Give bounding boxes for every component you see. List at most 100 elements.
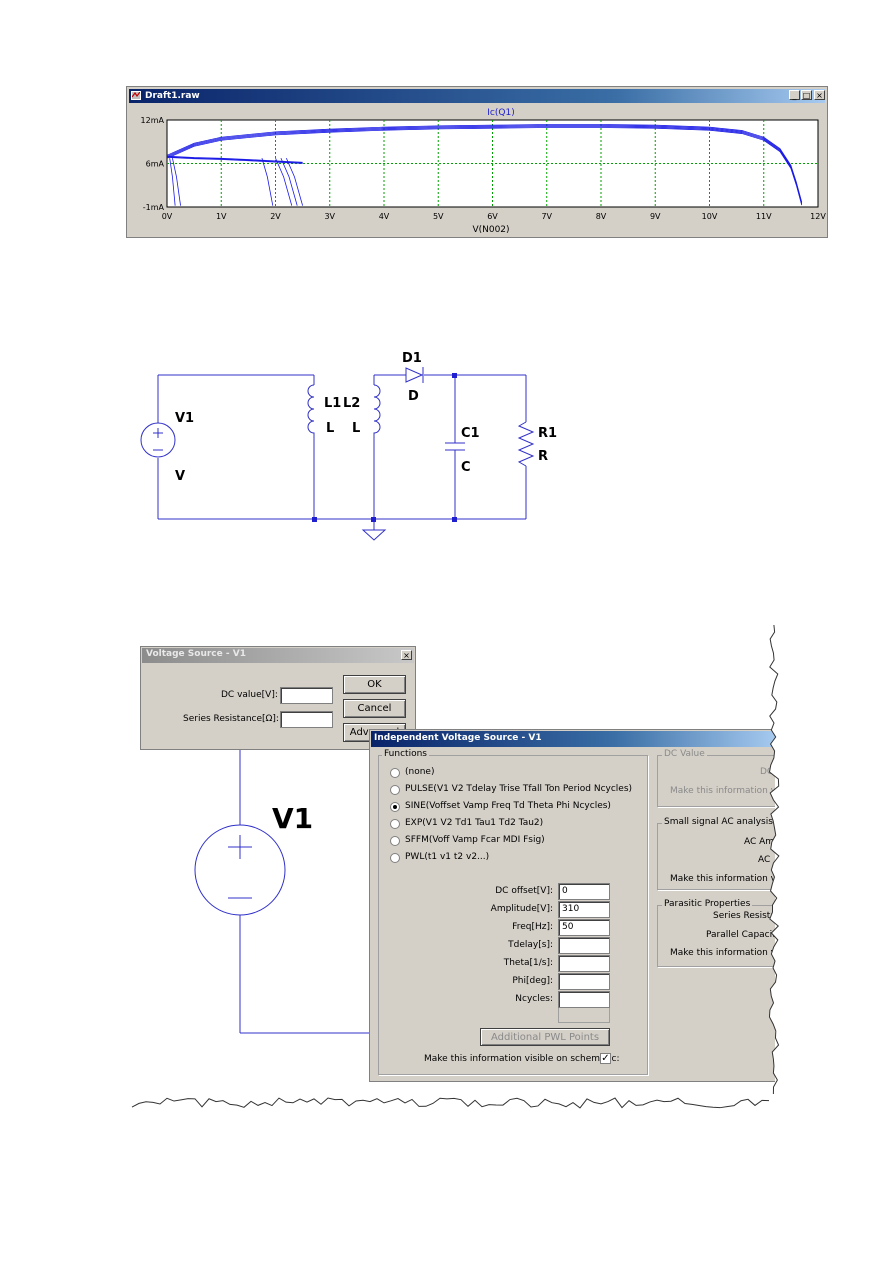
x-tick-label: 5V — [433, 212, 444, 221]
trace-label[interactable]: Ic(Q1) — [487, 108, 514, 118]
d1-value-label[interactable]: D — [408, 389, 419, 404]
param-label: Tdelay[s]: — [508, 940, 553, 950]
voltage-source-symbol[interactable] — [140, 422, 176, 458]
param-input[interactable] — [558, 955, 610, 972]
diode-symbol[interactable] — [405, 367, 424, 383]
function-radio-3[interactable] — [390, 819, 400, 829]
series-resistance-label-2: Series Resistar — [713, 911, 775, 921]
param-input[interactable]: 50 — [558, 919, 610, 936]
circuit-schematic: V1 V L1 L L2 L D1 D C1 C R1 R — [140, 351, 557, 541]
param-input[interactable] — [558, 991, 610, 1008]
function-option-label[interactable]: SFFM(Voff Vamp Fcar MDI Fsig) — [405, 835, 545, 845]
close-icon[interactable]: × — [401, 650, 412, 660]
function-option-label[interactable]: EXP(V1 V2 Td1 Tau1 Td2 Tau2) — [405, 818, 544, 828]
y-tick-label: 6mA — [146, 160, 165, 169]
x-tick-label: 1V — [216, 212, 227, 221]
v1-value-label[interactable]: V — [175, 469, 185, 484]
x-tick-label: 6V — [487, 212, 498, 221]
inductor-l1-symbol[interactable] — [307, 384, 315, 436]
ic-trace-upper — [166, 124, 803, 203]
l1-value-label[interactable]: L — [326, 421, 334, 436]
x-tick-label: 8V — [596, 212, 607, 221]
dc-value-input[interactable] — [280, 687, 333, 704]
ic-trace-dropoff — [275, 157, 293, 206]
function-radio-2[interactable] — [390, 802, 400, 812]
l1-name-label[interactable]: L1 — [324, 396, 341, 411]
param-input[interactable]: 310 — [558, 901, 610, 918]
x-tick-label: 9V — [650, 212, 661, 221]
series-resistance-input[interactable] — [280, 711, 333, 728]
waveform-titlebar[interactable]: Draft1.raw _ □ × — [129, 89, 825, 103]
function-radio-0[interactable] — [390, 768, 400, 778]
ic-trace-upper — [166, 127, 803, 206]
r1-name-label[interactable]: R1 — [538, 426, 557, 441]
resistor-symbol[interactable] — [517, 421, 535, 467]
v1-name-label[interactable]: V1 — [175, 411, 194, 426]
dc-value-group — [657, 755, 775, 807]
y-tick-label: 12mA — [141, 116, 165, 125]
l2-name-label[interactable]: L2 — [343, 396, 360, 411]
close-button[interactable]: × — [814, 90, 825, 100]
ivs-dialog-titlebar[interactable]: Independent Voltage Source - V1 — [371, 731, 775, 747]
param-label: Phi[deg]: — [512, 976, 553, 986]
ground-symbol — [361, 529, 387, 541]
waveform-title: Draft1.raw — [145, 91, 200, 101]
ac-amplitude-label: AC Am — [744, 837, 775, 847]
node-dot — [452, 373, 457, 378]
param-label: Amplitude[V]: — [490, 904, 553, 914]
x-axis-label[interactable]: V(N002) — [472, 225, 509, 235]
function-radio-5[interactable] — [390, 853, 400, 863]
waveform-window: Draft1.raw _ □ × Ic(Q1) 12mA 6mA -1mA 0V 1V… — [126, 86, 828, 238]
visible-on-schematic-label: Make this information visible on schemat… — [424, 1054, 620, 1064]
ic-trace-dropoff — [172, 158, 181, 206]
function-radio-1[interactable] — [390, 785, 400, 795]
ok-button[interactable]: OK — [343, 675, 406, 694]
additional-pwl-points-button[interactable]: Additional PWL Points — [480, 1028, 610, 1046]
node-dot — [452, 517, 457, 522]
waveform-app-icon — [131, 91, 141, 100]
param-input[interactable]: 0 — [558, 883, 610, 900]
series-resistance-label: Series Resistance[Ω]: — [183, 714, 279, 724]
function-radio-4[interactable] — [390, 836, 400, 846]
independent-voltage-source-dialog: Independent Voltage Source - V1 Function… — [369, 729, 775, 1082]
x-tick-label: 4V — [379, 212, 390, 221]
c1-name-label[interactable]: C1 — [461, 426, 480, 441]
inductor-l2-symbol[interactable] — [373, 384, 381, 436]
param-input[interactable] — [558, 973, 610, 990]
function-option-label[interactable]: PULSE(V1 V2 Tdelay Trise Tfall Ton Perio… — [405, 784, 633, 794]
x-tick-label: 12V — [810, 212, 826, 221]
x-tick-label: 7V — [541, 212, 552, 221]
c1-value-label[interactable]: C — [461, 460, 471, 475]
node-dot — [371, 517, 376, 522]
y-tick-label: -1mA — [143, 203, 165, 212]
param-input[interactable] — [558, 937, 610, 954]
parasitic-make-visible-label: Make this information visi — [670, 948, 775, 958]
visible-on-schematic-checkbox[interactable]: ✓ — [600, 1053, 611, 1064]
v1-large-label[interactable]: V1 — [272, 802, 313, 835]
x-tick-label: 10V — [702, 212, 718, 221]
cancel-button[interactable]: Cancel — [343, 699, 406, 718]
param-label: Ncycles: — [515, 994, 553, 1004]
function-option-label[interactable]: PWL(t1 v1 t2 v2...) — [405, 852, 490, 862]
l2-value-label[interactable]: L — [352, 421, 360, 436]
dc-make-visible-label: Make this information vis — [670, 786, 775, 796]
voltage-dialog-titlebar[interactable]: Voltage Source - V1 × — [142, 648, 414, 663]
ic-trace-dropoff — [280, 157, 298, 206]
minimize-button[interactable]: _ — [789, 90, 800, 100]
x-tick-label: 0V — [162, 212, 173, 221]
ic-trace-lower — [166, 155, 303, 163]
d1-name-label[interactable]: D1 — [402, 351, 422, 366]
ic-trace-dropoff — [285, 157, 304, 206]
ic-trace-lower — [166, 157, 303, 164]
function-option-label[interactable]: (none) — [405, 767, 435, 777]
param-label: Theta[1/s]: — [503, 958, 553, 968]
r1-value-label[interactable]: R — [538, 449, 548, 464]
maximize-button[interactable]: □ — [801, 90, 812, 100]
dc-value-label: DC value[V]: — [221, 690, 278, 700]
x-tick-label: 2V — [270, 212, 281, 221]
function-option-label[interactable]: SINE(Voffset Vamp Freq Td Theta Phi Ncyc… — [405, 801, 611, 811]
ic-trace-upper — [166, 125, 803, 204]
capacitor-symbol[interactable] — [445, 442, 465, 451]
param-label: Freq[Hz]: — [512, 922, 553, 932]
